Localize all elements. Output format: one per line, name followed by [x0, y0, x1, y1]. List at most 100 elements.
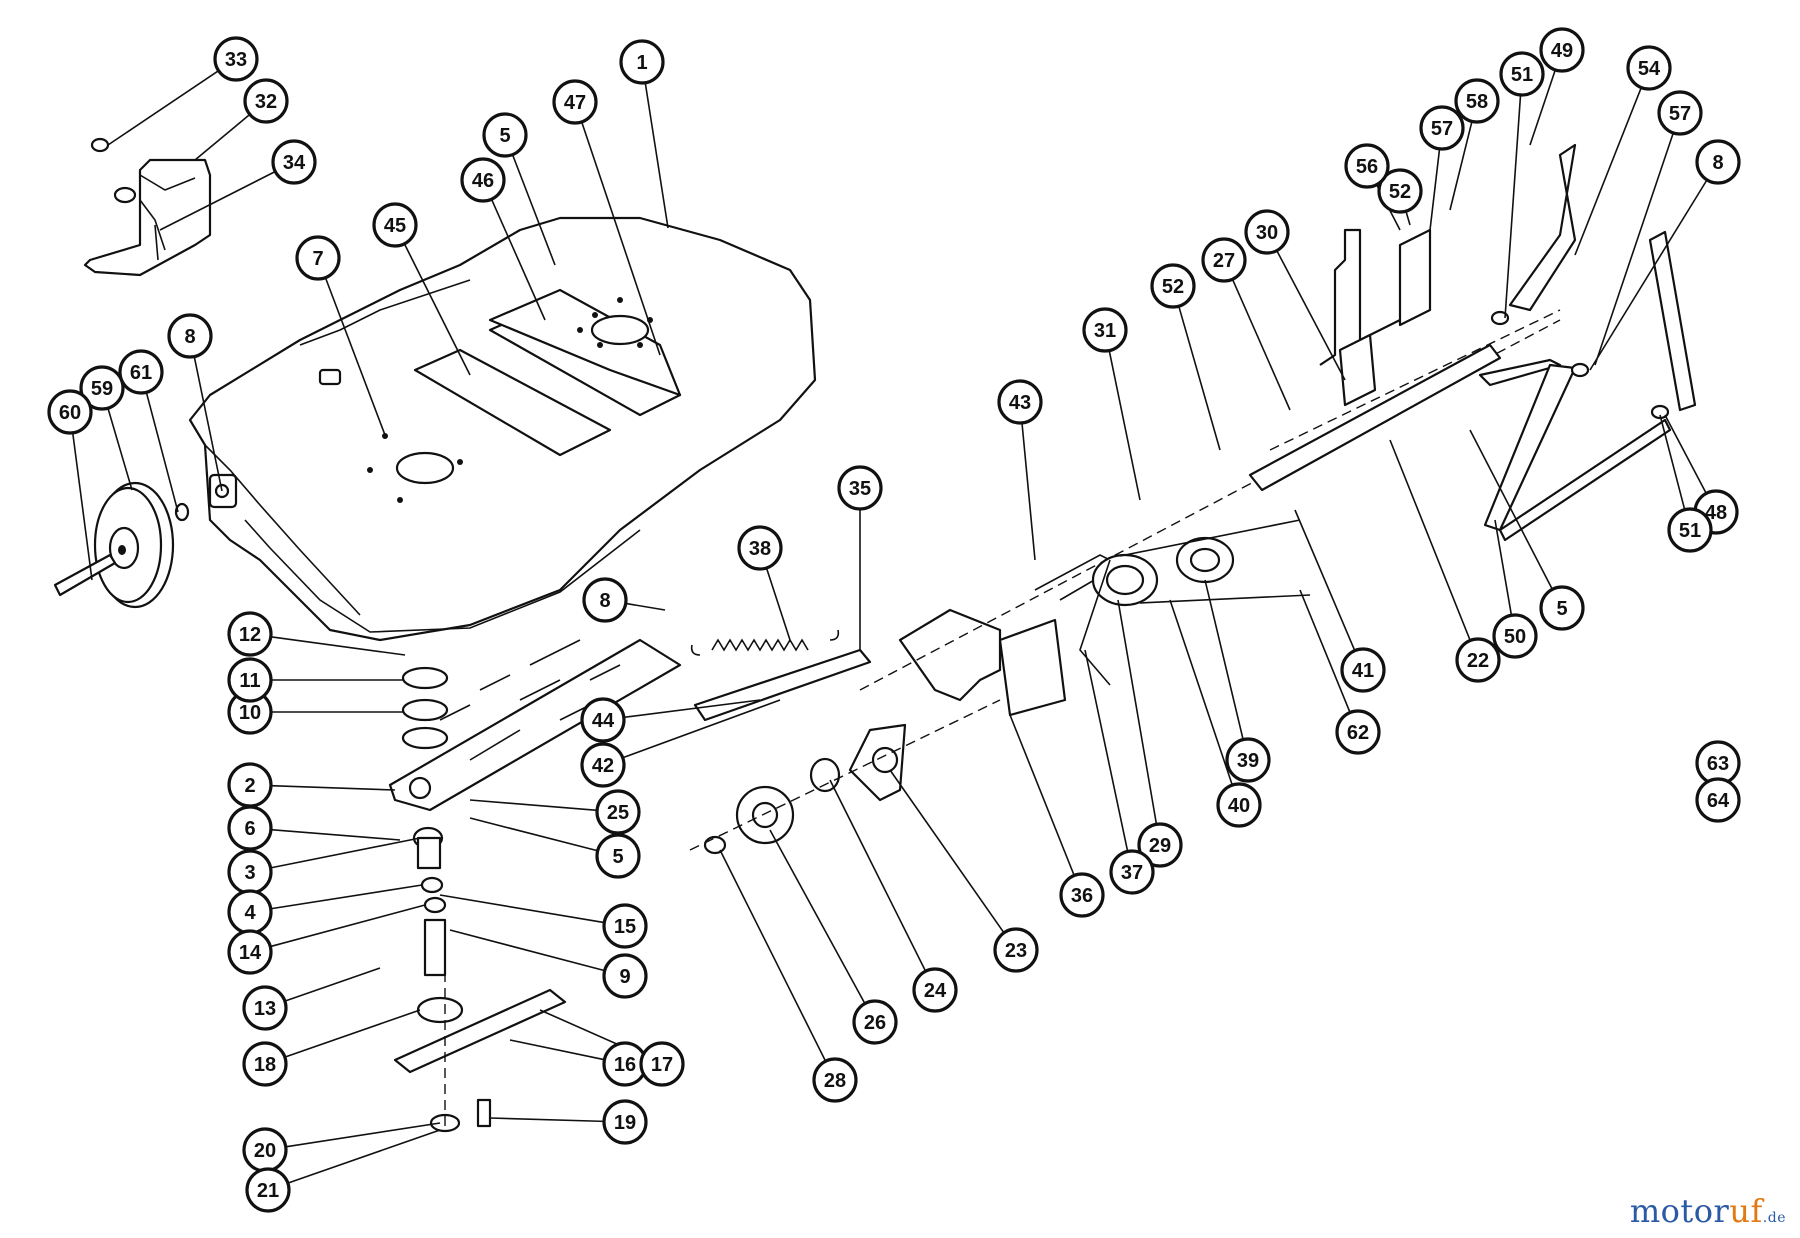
callout-leader-8 [193, 356, 223, 492]
callout-circle [1492, 613, 1538, 659]
callout-circle [118, 349, 164, 395]
callout-leader-4 [270, 884, 423, 910]
callout-number: 52 [1162, 276, 1184, 298]
callout-circle [1695, 139, 1741, 185]
callout-leader-8 [1589, 179, 1708, 371]
callout-leader-52 [1178, 305, 1221, 451]
callout-number: 3 [244, 862, 255, 884]
callout-circle [1455, 637, 1501, 683]
callout-number: 18 [254, 1054, 276, 1076]
callout-number: 32 [255, 91, 277, 113]
watermark-accent: uf [1729, 1192, 1763, 1230]
callout-11: 11 [227, 657, 273, 703]
callout-number: 37 [1121, 862, 1143, 884]
callout-circle [580, 742, 626, 788]
callout-circle [837, 465, 883, 511]
callout-35: 35 [837, 465, 883, 511]
callout-number: 60 [59, 402, 81, 424]
callout-leader-6 [270, 828, 401, 841]
callout-number: 12 [239, 624, 261, 646]
callout-59: 59 [79, 365, 125, 411]
callout-circle [243, 78, 289, 124]
callout-leader-28 [719, 849, 827, 1062]
callout-circle [79, 365, 125, 411]
callout-52: 52 [1377, 168, 1423, 214]
callout-13: 13 [242, 985, 288, 1031]
callout-number: 34 [283, 152, 306, 174]
callout-leader-32 [194, 113, 251, 161]
wheel-assembly [53, 481, 190, 609]
callout-leader-45 [403, 243, 471, 376]
callout-number: 40 [1228, 795, 1250, 817]
callout-5: 5 [482, 112, 528, 158]
callout-4: 4 [227, 889, 273, 935]
callout-circle [295, 235, 341, 281]
callout-circle [167, 313, 213, 359]
callout-2: 2 [227, 762, 273, 808]
callout-leader-50 [1494, 519, 1513, 616]
callout-leader-36 [1009, 714, 1075, 876]
callout-leader-43 [1021, 422, 1036, 561]
callout-circle [1539, 27, 1585, 73]
callout-circle [582, 577, 628, 623]
callout-20: 20 [242, 1127, 288, 1173]
callout-number: 62 [1347, 722, 1369, 744]
callout-circle [602, 1099, 648, 1145]
callout-circle [1082, 307, 1128, 353]
callout-leader-51 [1504, 94, 1522, 319]
callout-6: 6 [227, 805, 273, 851]
callout-circle [812, 1057, 858, 1103]
callout-number: 19 [614, 1112, 636, 1134]
callout-leader-58 [1449, 121, 1473, 211]
callout-number: 33 [225, 49, 247, 71]
callout-number: 31 [1094, 320, 1116, 342]
callout-leader-23 [889, 769, 1005, 934]
callout-leader-13 [284, 967, 381, 1002]
callout-number: 35 [849, 478, 871, 500]
callout-number: 8 [184, 326, 195, 348]
callout-57: 57 [1657, 90, 1703, 136]
callout-number: 36 [1071, 885, 1093, 907]
callout-leader-5 [1469, 429, 1554, 590]
callout-number: 1 [636, 52, 647, 74]
callout-circle [242, 985, 288, 1031]
callout-circle [552, 79, 598, 125]
callout-number: 41 [1352, 660, 1374, 682]
callout-leader-46 [490, 198, 546, 321]
callout-number: 11 [239, 670, 260, 692]
callout-leader-39 [1204, 579, 1244, 740]
callout-12: 12 [227, 611, 273, 657]
callout-31: 31 [1082, 307, 1128, 353]
callout-number: 4 [244, 902, 256, 924]
callout-leader-18 [284, 1009, 421, 1058]
callout-29: 29 [1137, 822, 1183, 868]
callout-number: 14 [239, 942, 262, 964]
callout-number: 16 [614, 1054, 636, 1076]
callout-circle [482, 112, 528, 158]
callout-number: 9 [619, 966, 630, 988]
discharge-chute [83, 137, 212, 277]
callout-circle [602, 903, 648, 949]
callout-24: 24 [912, 967, 958, 1013]
callout-19: 19 [602, 1099, 648, 1145]
site-watermark: motoruf.de [1630, 1192, 1786, 1230]
callout-leader-33 [107, 70, 220, 146]
callout-54: 54 [1626, 45, 1672, 91]
callout-14: 14 [227, 929, 273, 975]
callout-circle [912, 967, 958, 1013]
callout-leader-44 [623, 699, 761, 719]
callout-number: 27 [1213, 250, 1235, 272]
callout-number: 49 [1551, 40, 1573, 62]
mower-deck [188, 216, 817, 642]
callout-circle [1216, 782, 1262, 828]
callout-leader-40 [1169, 599, 1234, 786]
callout-circle [602, 953, 648, 999]
callout-number: 43 [1009, 392, 1031, 414]
callout-60: 60 [47, 389, 93, 435]
callout-33: 33 [213, 36, 259, 82]
callout-34: 34 [271, 139, 317, 185]
callout-leader-9 [449, 929, 605, 972]
callout-circle [1150, 263, 1196, 309]
callout-leader-41 [1294, 509, 1356, 651]
